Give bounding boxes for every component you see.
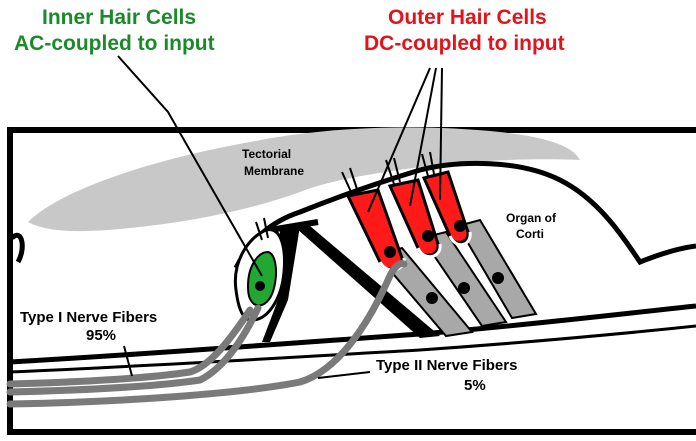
type1-pointer bbox=[124, 346, 132, 376]
organ-of-corti-label-2: Corti bbox=[516, 227, 544, 241]
outer-hair-cell-2-nucleus bbox=[422, 230, 434, 242]
deiters-nucleus bbox=[426, 292, 438, 304]
organ-of-corti-label-1: Organ of bbox=[506, 211, 557, 225]
type1-percent: 95% bbox=[86, 327, 116, 344]
type2-percent: 5% bbox=[464, 377, 486, 394]
tectorial-label-2: Membrane bbox=[244, 164, 304, 178]
outer-hair-cell-1 bbox=[348, 190, 402, 269]
outer-hair-cell-3-nucleus bbox=[454, 220, 466, 232]
tectorial-membrane bbox=[28, 127, 580, 231]
nerve-fibers bbox=[10, 264, 404, 404]
outer-hair-cells-title: Outer Hair Cells bbox=[388, 6, 547, 29]
outer-hair-cell-1-nucleus bbox=[384, 246, 396, 258]
left-wall-curl bbox=[12, 235, 22, 262]
inner-hair-cells-subtitle: AC-coupled to input bbox=[14, 32, 215, 55]
type2-pointer bbox=[318, 372, 370, 378]
inner-hair-cells-title: Inner Hair Cells bbox=[42, 6, 196, 29]
type1-nerve-label: Type I Nerve Fibers bbox=[20, 309, 157, 326]
outer-hair-cells-subtitle: DC-coupled to input bbox=[364, 32, 565, 55]
deiters-nucleus bbox=[492, 272, 504, 284]
deiters-nucleus bbox=[458, 282, 470, 294]
type2-nerve-label: Type II Nerve Fibers bbox=[376, 357, 517, 374]
inner-hair-cell-nucleus bbox=[255, 281, 265, 291]
tectorial-label-1: Tectorial bbox=[242, 147, 291, 161]
